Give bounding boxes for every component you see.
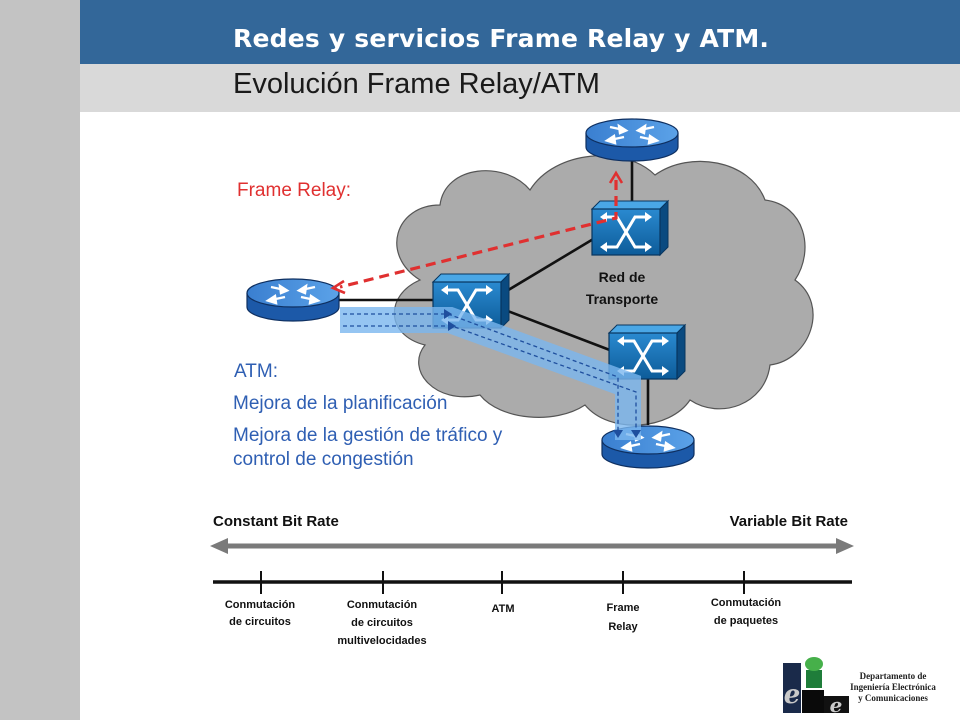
network-label-line2: Transporte: [586, 291, 659, 307]
router-icon: [245, 277, 341, 323]
tick-label: Conmutación: [711, 597, 782, 609]
department-name: Departamento de Ingeniería Electrónica y…: [828, 671, 958, 704]
cloud-icon: [393, 155, 814, 426]
atm-heading: ATM:: [234, 361, 278, 382]
switching-scale-axis: [213, 571, 852, 594]
variable-bit-rate-label: Variable Bit Rate: [730, 513, 848, 530]
subheader-bar: [80, 64, 960, 112]
constant-bit-rate-label: Constant Bit Rate: [213, 513, 339, 530]
logo-letter-e2: e: [830, 693, 843, 717]
left-sidebar-strip: [0, 0, 80, 720]
network-label-line1: Red de: [599, 269, 646, 285]
header-bar: [80, 0, 960, 64]
atm-point-2-line1: Mejora de la gestión de tráfico y: [233, 425, 503, 446]
tick-label: de paquetes: [714, 615, 778, 627]
tick-label: Relay: [608, 621, 638, 633]
bit-rate-double-arrow: [210, 538, 854, 554]
tick-label: Frame: [606, 602, 639, 614]
router-icon: [584, 117, 680, 163]
department-logo: e e: [783, 657, 849, 717]
tick-label: multivelocidades: [337, 635, 426, 647]
frame-relay-path: [330, 170, 624, 295]
tick-label: Conmutación: [225, 599, 296, 611]
tick-label: Conmutación: [347, 599, 418, 611]
logo-letter-e: e: [784, 680, 801, 710]
slide-title: Evolución Frame Relay/ATM: [233, 68, 600, 100]
tick-label: ATM: [491, 603, 514, 615]
tick-label: de circuitos: [351, 617, 413, 629]
course-title: Redes y servicios Frame Relay y ATM.: [233, 24, 770, 53]
atm-point-2-line2: control de congestión: [233, 449, 414, 470]
dept-line-2: Ingeniería Electrónica: [850, 682, 936, 692]
dept-line-3: y Comunicaciones: [858, 693, 928, 703]
atm-point-1: Mejora de la planificación: [233, 393, 447, 414]
tick-label: de circuitos: [229, 616, 291, 628]
dept-line-1: Departamento de: [859, 671, 927, 681]
atm-path: [340, 307, 641, 440]
switch-icon: [590, 199, 670, 257]
frame-relay-label: Frame Relay:: [237, 180, 351, 201]
